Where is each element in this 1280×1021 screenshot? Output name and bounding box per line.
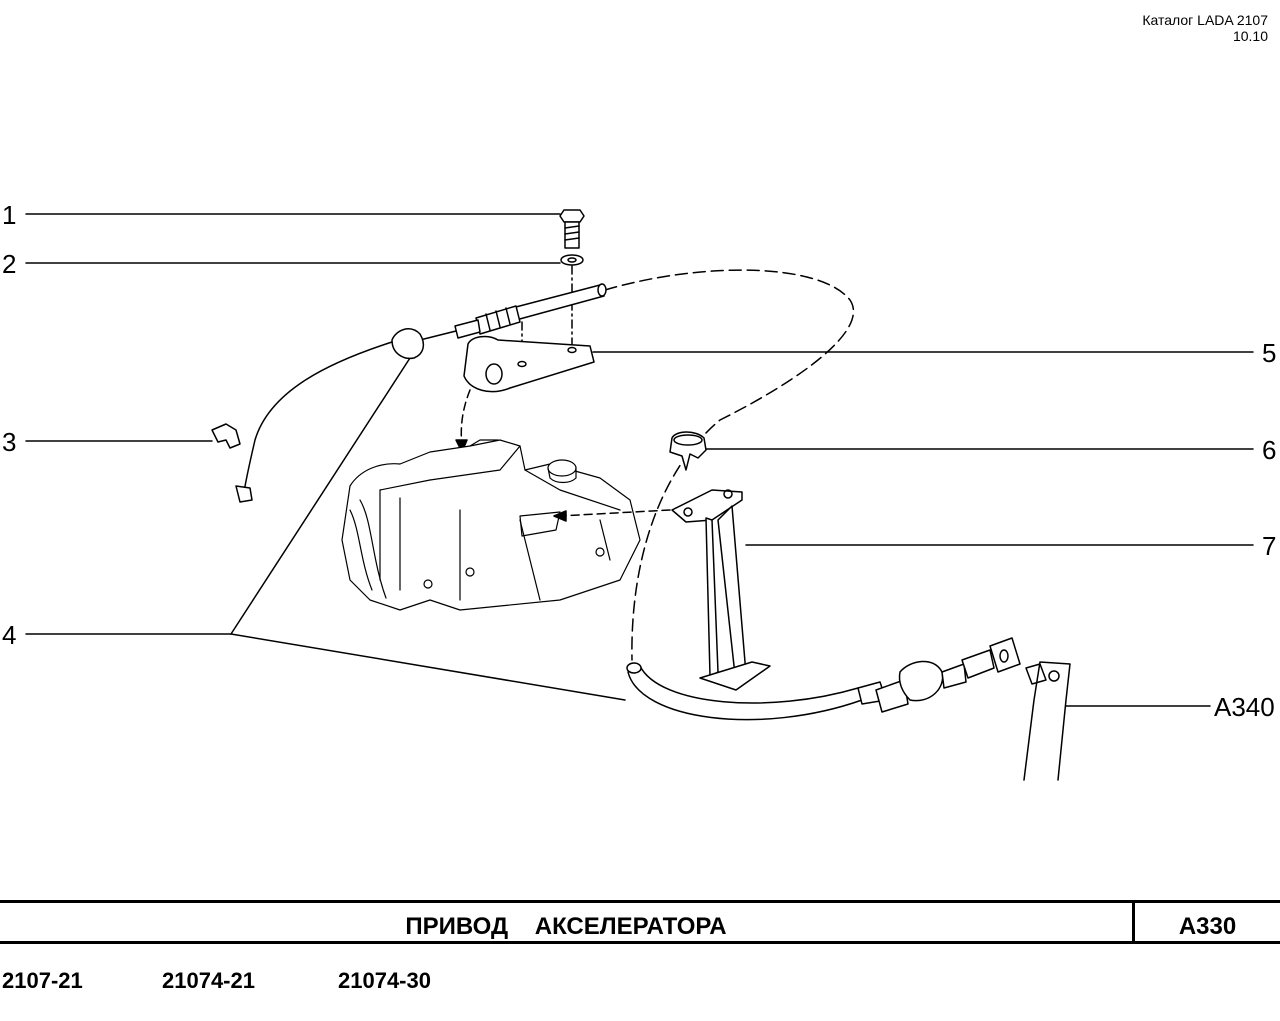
title-divider [1132,903,1135,941]
callout-4: 4 [2,620,16,650]
catalog-header: Каталог LADA 2107 10.10 [1142,12,1268,44]
title-bar: ПРИВОД АКСЕЛЕРАТОРА A330 [0,900,1280,944]
throttle-wire [243,341,393,493]
model-code: 2107-21 [2,968,83,993]
callout-2: 2 [2,249,16,279]
accelerator-drive-diagram: 1 2 3 4 5 6 7 A340 [2,200,1276,781]
model-code: 21074-21 [162,968,255,993]
diagram-code: A330 [1178,913,1237,940]
diagram-title: ПРИВОД АКСЕЛЕРАТОРА [405,913,727,940]
leader-line-4b [230,633,626,701]
cable-holder-part [669,431,707,471]
catalog-name: Каталог LADA 2107 [1142,12,1268,28]
model-code: 21074-30 [338,968,431,993]
grommet-part [391,328,425,360]
mount-arrow-holder [559,509,671,517]
callout-5: 5 [1262,338,1276,368]
callout-3: 3 [2,427,16,457]
pedal-lever-part [1023,661,1071,781]
engine-part [341,439,641,611]
cable-end-pedal-part [857,637,1021,713]
bracket-part [463,335,595,393]
bolt-part [559,209,585,249]
callout-ref-a340: A340 [1214,692,1275,722]
clip-part [211,423,241,449]
callout-1: 1 [2,200,16,230]
support-stand-part [671,489,771,691]
cable-sleeve-part [419,283,607,341]
mount-arrow-bracket [460,389,471,447]
callout-7: 7 [1262,531,1276,561]
catalog-date: 10.10 [1232,28,1268,44]
callout-6: 6 [1262,435,1276,465]
washer-part [560,254,584,266]
model-list: 2107-21 21074-21 21074-30 [0,968,1280,998]
